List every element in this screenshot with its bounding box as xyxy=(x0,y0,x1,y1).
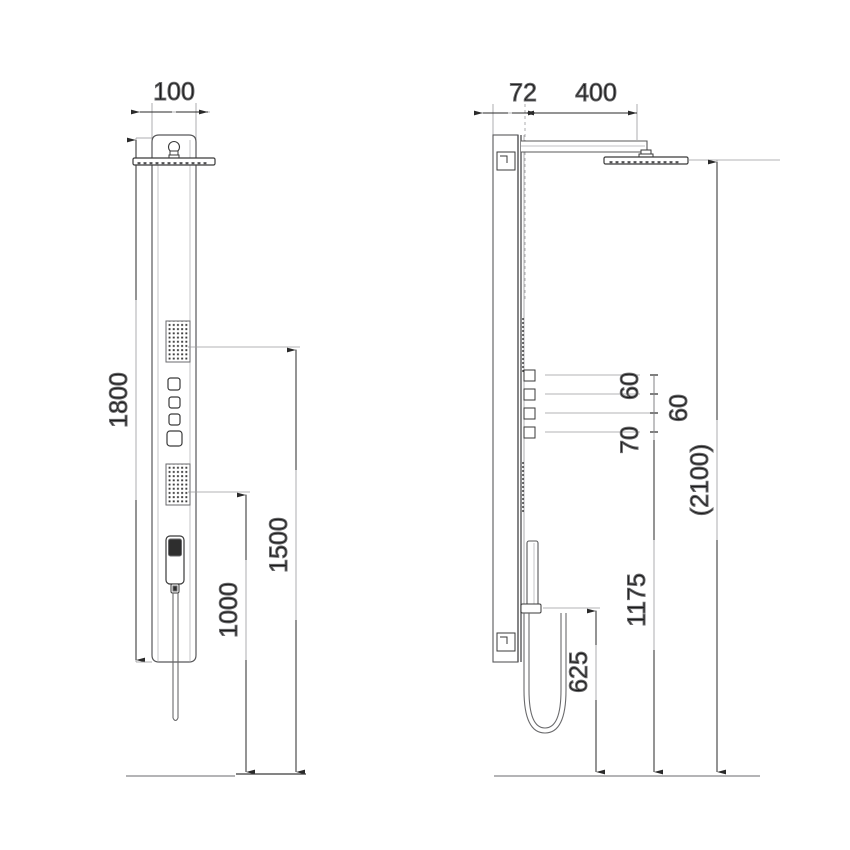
dimension-height-2100: (2100) xyxy=(686,159,726,775)
upper-body-jet-array xyxy=(165,320,191,363)
dimension-height-1175: 1175 xyxy=(623,375,663,775)
dimension-label-1000: 1000 xyxy=(215,582,243,638)
dimension-label-70: 70 xyxy=(616,426,644,454)
panel-body-side xyxy=(492,134,525,663)
wall-brackets-side xyxy=(496,151,516,652)
dimension-label-60-outer: 60 xyxy=(665,394,693,422)
lower-body-jet-array xyxy=(165,463,191,506)
overhead-shower-head-front xyxy=(132,140,216,166)
dimension-label-1800: 1800 xyxy=(105,372,133,428)
dimension-height-625: 625 xyxy=(543,607,605,775)
front-view: 100 1800 xyxy=(105,78,306,777)
button-leader-lines xyxy=(545,374,655,433)
dimension-height-1500: 1500 xyxy=(188,346,305,775)
control-button-side-2[interactable] xyxy=(523,388,536,401)
shower-head-nozzles-side xyxy=(609,161,679,164)
dimension-button-spacing: 60 70 60 xyxy=(616,372,694,455)
control-button-stack-front xyxy=(166,377,183,447)
control-button-4[interactable] xyxy=(166,430,183,447)
control-button-stack-side xyxy=(523,369,536,439)
dimension-width-100: 100 xyxy=(131,78,210,115)
dimension-label-60-upper: 60 xyxy=(616,372,644,400)
dimension-label-625: 625 xyxy=(565,651,593,693)
dimension-arm-400: 400 xyxy=(525,79,637,116)
hand-shower-front xyxy=(165,535,185,722)
dimension-height-1000: 1000 xyxy=(188,491,255,775)
shower-head-nozzles xyxy=(137,162,207,165)
dimension-label-2100: (2100) xyxy=(686,444,714,516)
hand-shower-side xyxy=(520,540,567,734)
control-button-1[interactable] xyxy=(167,377,181,391)
control-button-side-3[interactable] xyxy=(523,407,536,420)
dimension-depth-72: 72 xyxy=(474,79,540,116)
shower-arm-assembly xyxy=(521,140,780,165)
dimension-label-1500: 1500 xyxy=(265,517,293,573)
control-button-side-1[interactable] xyxy=(523,369,536,382)
wall-bracket-upper xyxy=(496,151,516,171)
control-button-3[interactable] xyxy=(168,413,181,426)
wall-bracket-lower xyxy=(496,632,516,652)
control-button-side-4[interactable] xyxy=(523,426,536,439)
dimension-height-1800: 1800 xyxy=(105,137,152,663)
dimension-label-400: 400 xyxy=(575,79,617,107)
dimension-label-100: 100 xyxy=(153,78,195,106)
dimension-label-1175: 1175 xyxy=(623,573,651,627)
control-button-2[interactable] xyxy=(168,396,181,409)
dimension-label-72: 72 xyxy=(509,79,537,107)
side-view: 72 400 xyxy=(474,79,780,777)
